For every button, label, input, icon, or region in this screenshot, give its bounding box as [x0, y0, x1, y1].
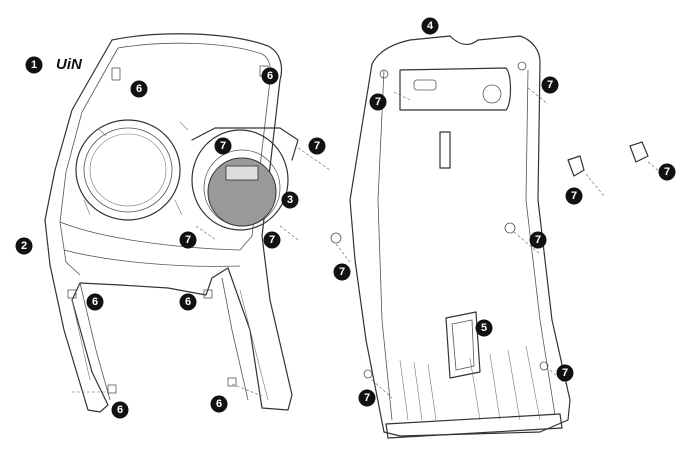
svg-text:7: 7 [664, 166, 670, 178]
svg-text:6: 6 [216, 398, 222, 410]
callout-6: 6 [86, 293, 104, 311]
inner-panel-part [330, 35, 571, 439]
svg-text:4: 4 [427, 20, 434, 32]
svg-text:6: 6 [136, 83, 142, 95]
callout-2: 2 [15, 237, 33, 255]
callout-7: 7 [541, 76, 559, 94]
callout-7: 7 [333, 263, 351, 281]
clip-parts [567, 141, 649, 177]
svg-text:7: 7 [375, 96, 381, 108]
svg-text:6: 6 [92, 296, 98, 308]
brand-logo: UiN [56, 56, 83, 73]
svg-text:7: 7 [339, 266, 345, 278]
svg-text:7: 7 [535, 234, 541, 246]
screw-leader-lines [72, 87, 671, 399]
callout-4: 4 [421, 17, 439, 35]
callout-7: 7 [263, 231, 281, 249]
front-leg-shield-part [44, 33, 293, 413]
svg-text:6: 6 [267, 70, 273, 82]
speaker-grille-part [191, 127, 299, 231]
callout-7: 7 [369, 93, 387, 111]
callout-7: 7 [556, 364, 574, 382]
callout-6: 6 [179, 293, 197, 311]
callout-6: 6 [130, 80, 148, 98]
callout-6: 6 [111, 401, 129, 419]
svg-text:7: 7 [220, 140, 226, 152]
svg-text:5: 5 [481, 322, 487, 334]
svg-text:2: 2 [21, 240, 27, 252]
svg-text:6: 6 [185, 296, 191, 308]
svg-text:7: 7 [562, 367, 568, 379]
svg-text:7: 7 [547, 79, 553, 91]
svg-text:7: 7 [269, 234, 275, 246]
svg-text:3: 3 [287, 194, 293, 206]
callout-3: 3 [281, 191, 299, 209]
callout-7: 7 [358, 389, 376, 407]
callout-7: 7 [214, 137, 232, 155]
callout-7: 7 [308, 137, 326, 155]
callout-5: 5 [475, 319, 493, 337]
callout-7: 7 [658, 163, 676, 181]
svg-text:7: 7 [571, 190, 577, 202]
callout-6: 6 [210, 395, 228, 413]
svg-text:1: 1 [31, 59, 37, 71]
callout-7: 7 [565, 187, 583, 205]
callout-7: 7 [529, 231, 547, 249]
svg-text:6: 6 [117, 404, 123, 416]
svg-text:7: 7 [185, 234, 191, 246]
svg-text:7: 7 [364, 392, 370, 404]
callout-7: 7 [179, 231, 197, 249]
callout-1: 1 [25, 56, 43, 74]
callout-6: 6 [261, 67, 279, 85]
svg-text:7: 7 [314, 140, 320, 152]
